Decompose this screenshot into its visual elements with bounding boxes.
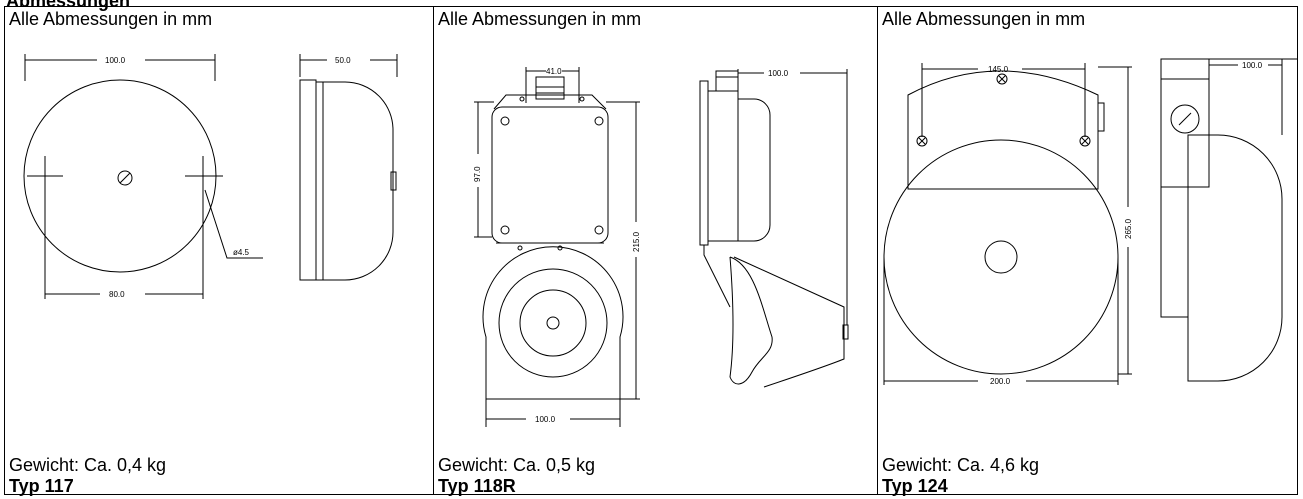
dim-depth: 100.0 (1242, 61, 1263, 70)
drawing-typ-124: 145.0 265.0 200.0 100.0 (878, 7, 1300, 447)
mounting-plate (907, 70, 1099, 190)
type-label: Typ 124 (882, 476, 948, 496)
dim-height: 265.0 (1124, 218, 1133, 239)
column-typ-118r: Alle Abmessungen in mm (433, 7, 878, 496)
dim-depth: 100.0 (768, 69, 789, 78)
bell-front-outline (883, 139, 1119, 375)
column-typ-117: Alle Abmessungen in mm (5, 7, 433, 496)
side-box (1160, 58, 1210, 188)
bell-side-mount (299, 79, 317, 281)
bell-side-outline (738, 98, 771, 242)
junction-box (491, 106, 609, 244)
column-header: Alle Abmessungen in mm (438, 9, 642, 29)
drawing-typ-118r: 41.0 97.0 215.0 100.0 100.0 (434, 7, 878, 447)
weight-label: Gewicht: Ca. 0,4 kg (9, 455, 167, 475)
dim-box-height: 97.0 (473, 166, 482, 182)
bell-side-outline (316, 81, 394, 281)
column-typ-124: Alle Abmessungen in mm (877, 7, 1300, 496)
screw-icon (117, 170, 133, 186)
bell-front-outline (482, 246, 624, 400)
bell-side-outline (1187, 134, 1283, 382)
dim-width: 200.0 (990, 377, 1011, 386)
dim-hole-distance: 145.0 (988, 65, 1009, 74)
section-title: Abmessungen (6, 0, 131, 11)
dim-hole-diameter: ø4.5 (233, 248, 250, 257)
column-header: Alle Abmessungen in mm (9, 9, 213, 29)
dim-width-bottom: 100.0 (535, 415, 556, 424)
dim-width-top: 100.0 (105, 56, 126, 65)
screw-icon (1170, 104, 1200, 134)
type-label: Typ 117 (9, 476, 74, 496)
dim-total-height: 215.0 (632, 231, 641, 252)
dim-hole-distance: 80.0 (109, 290, 125, 299)
weight-label: Gewicht: Ca. 4,6 kg (882, 455, 1040, 475)
dimension-table: Alle Abmessungen in mm (4, 6, 1300, 496)
cable-gland (535, 76, 565, 100)
type-label: Typ 118R (438, 476, 516, 496)
column-header: Alle Abmessungen in mm (882, 9, 1086, 29)
weight-label: Gewicht: Ca. 0,5 kg (438, 455, 596, 475)
drawing-typ-117: 100.0 80.0 ø4.5 50.0 (5, 7, 433, 447)
dim-depth: 50.0 (335, 56, 351, 65)
dim-gland: 41.0 (546, 67, 562, 76)
